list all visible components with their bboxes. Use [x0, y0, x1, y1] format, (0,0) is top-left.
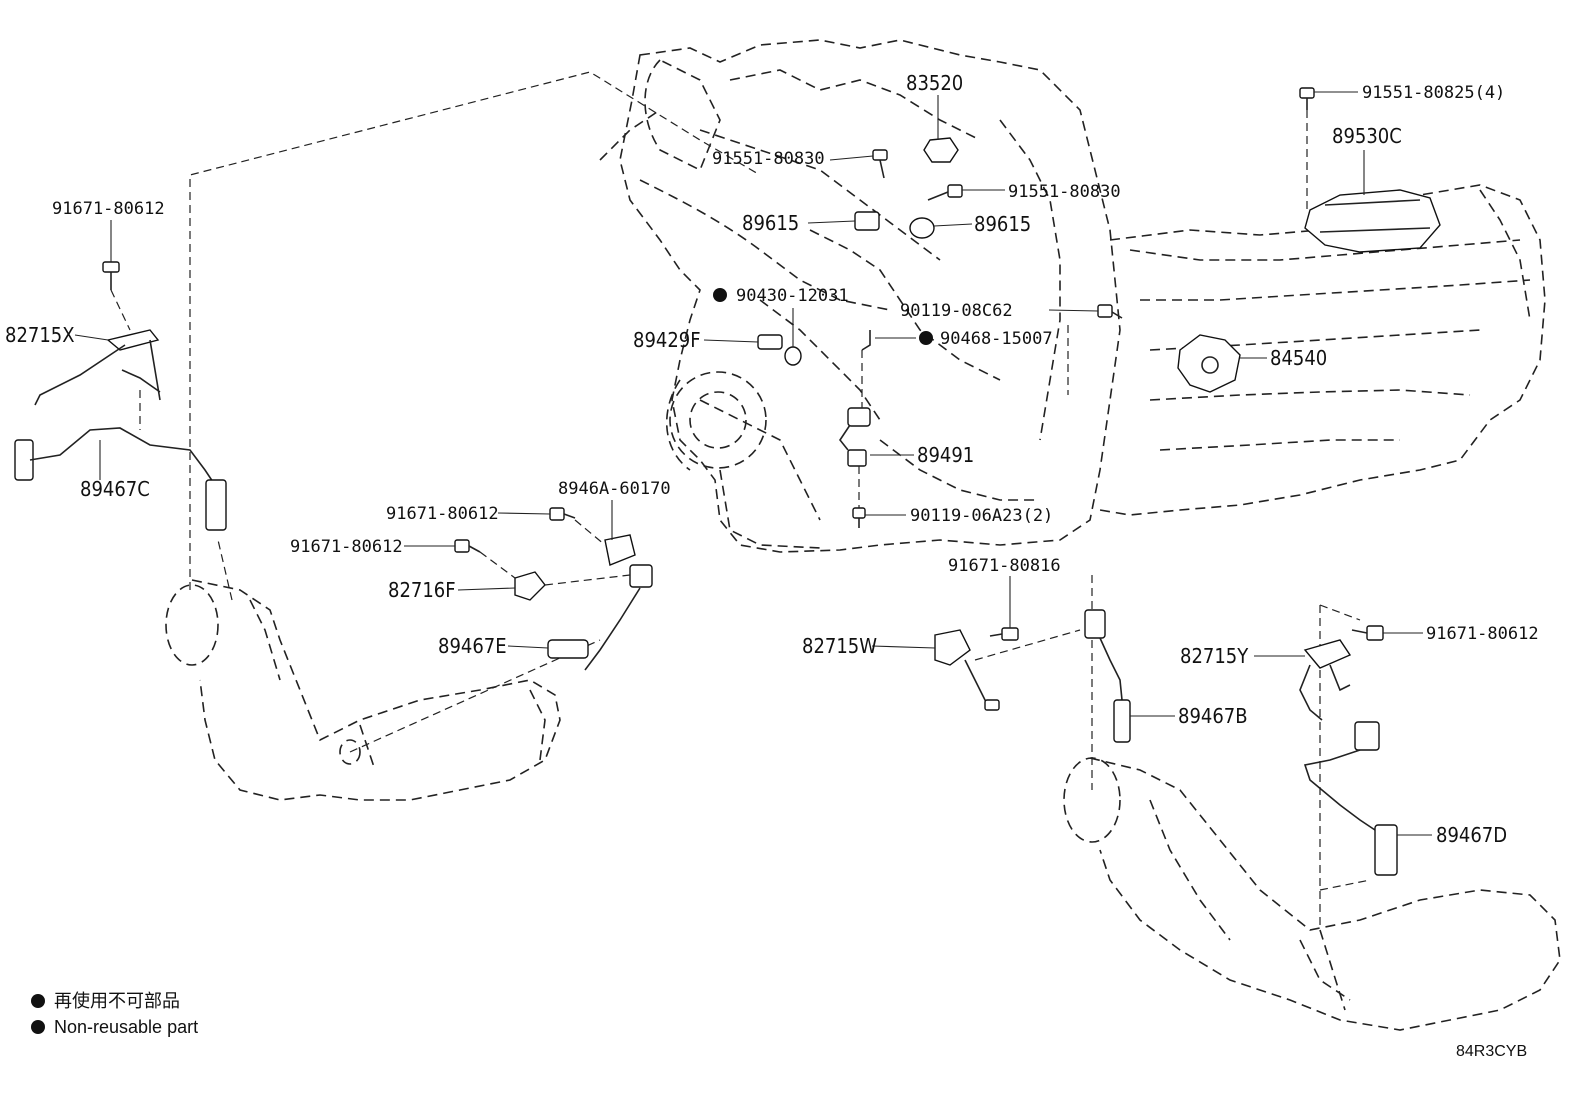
label-91551-80830: 91551-80830	[1008, 182, 1121, 202]
label-83520: 83520	[906, 71, 963, 95]
exhaust-left-outline	[165, 71, 761, 801]
bracket-82715w-icon[interactable]	[934, 629, 1000, 711]
label-91551-80825: 91551-80825(4)	[1362, 83, 1505, 103]
label-82715y: 82715Y	[1180, 644, 1249, 668]
bolt-icon[interactable]	[1351, 625, 1384, 641]
oxygen-sensor-89467d-icon[interactable]	[1303, 721, 1398, 876]
legend-english: Non-reusable part	[54, 1017, 198, 1037]
label-89615: 89615	[974, 212, 1031, 236]
leader-lines	[74, 91, 1432, 836]
bracket-8946a-icon[interactable]	[604, 534, 636, 566]
parts	[14, 87, 1441, 876]
part-labels: 91671-80612 82715X 89467C 91551-80830 83…	[5, 71, 1539, 847]
label-90468-15007: 90468-15007	[940, 329, 1053, 349]
bolt-icon[interactable]	[1299, 87, 1315, 110]
bolt-icon[interactable]	[852, 507, 866, 528]
oxygen-sensor-89467c-icon[interactable]	[14, 427, 227, 531]
label-91671-80612: 91671-80612	[1426, 624, 1539, 644]
bolt-icon[interactable]	[927, 184, 963, 201]
label-8946a-60170: 8946A-60170	[558, 479, 671, 499]
sensor-89491-icon[interactable]	[839, 407, 871, 467]
label-89467c: 89467C	[80, 477, 150, 501]
legend-japanese: 再使用不可部品	[54, 991, 180, 1011]
clip-icon[interactable]	[861, 330, 871, 351]
oxygen-sensor-89467e-icon[interactable]	[547, 564, 653, 671]
label-90119-06a23: 90119-06A23(2)	[910, 506, 1053, 526]
non-reusable-dot-icon	[919, 331, 933, 345]
label-90430-12031: 90430-12031	[736, 286, 849, 306]
gasket-ring-icon[interactable]	[784, 346, 802, 366]
label-91551-80830: 91551-80830	[712, 149, 825, 169]
label-89491: 89491	[917, 443, 974, 467]
bolt-icon[interactable]	[872, 149, 888, 179]
label-82715w: 82715W	[802, 634, 877, 658]
label-91671-80612: 91671-80612	[52, 199, 165, 219]
label-89467d: 89467D	[1436, 823, 1507, 847]
oxygen-sensor-89467b-icon[interactable]	[1084, 609, 1131, 743]
bolt-icon[interactable]	[454, 539, 481, 553]
bracket-82715x-icon[interactable]	[34, 329, 161, 406]
bolt-icon[interactable]	[549, 507, 576, 521]
ecu-module-89530c-icon[interactable]	[1304, 189, 1441, 253]
label-82715x: 82715X	[5, 323, 75, 347]
label-89467b: 89467B	[1178, 704, 1248, 728]
bolt-icon[interactable]	[102, 261, 120, 290]
label-82716f: 82716F	[388, 578, 456, 602]
label-91671-80612: 91671-80612	[386, 504, 499, 524]
knock-sensor-89615-icon[interactable]	[854, 211, 880, 231]
label-89530c: 89530C	[1332, 124, 1402, 148]
non-reusable-dot-icon	[713, 288, 727, 302]
label-84540: 84540	[1270, 346, 1327, 370]
oil-pressure-switch-icon[interactable]	[923, 137, 959, 163]
temperature-sensor-89429f-icon[interactable]	[757, 334, 783, 350]
bracket-82716f-icon[interactable]	[514, 571, 546, 601]
knock-sensor-89615-icon[interactable]	[909, 217, 935, 239]
label-90119-08c62: 90119-08C62	[900, 301, 1013, 321]
non-reusable-dot-icon	[31, 994, 45, 1008]
diagram-code: 84R3CYB	[1456, 1043, 1527, 1060]
bolt-icon[interactable]	[989, 627, 1019, 641]
legend: 再使用不可部品 Non-reusable part	[31, 991, 198, 1037]
label-89615: 89615	[742, 211, 799, 235]
neutral-switch-84540-icon[interactable]	[1177, 334, 1241, 393]
label-91671-80816: 91671-80816	[948, 556, 1061, 576]
engine-outline	[599, 39, 1121, 553]
label-91671-80612: 91671-80612	[290, 537, 403, 557]
non-reusable-dot-icon	[31, 1020, 45, 1034]
bracket-82715y-icon[interactable]	[1299, 639, 1352, 721]
label-89429f: 89429F	[633, 328, 701, 352]
label-89467e: 89467E	[438, 634, 507, 658]
